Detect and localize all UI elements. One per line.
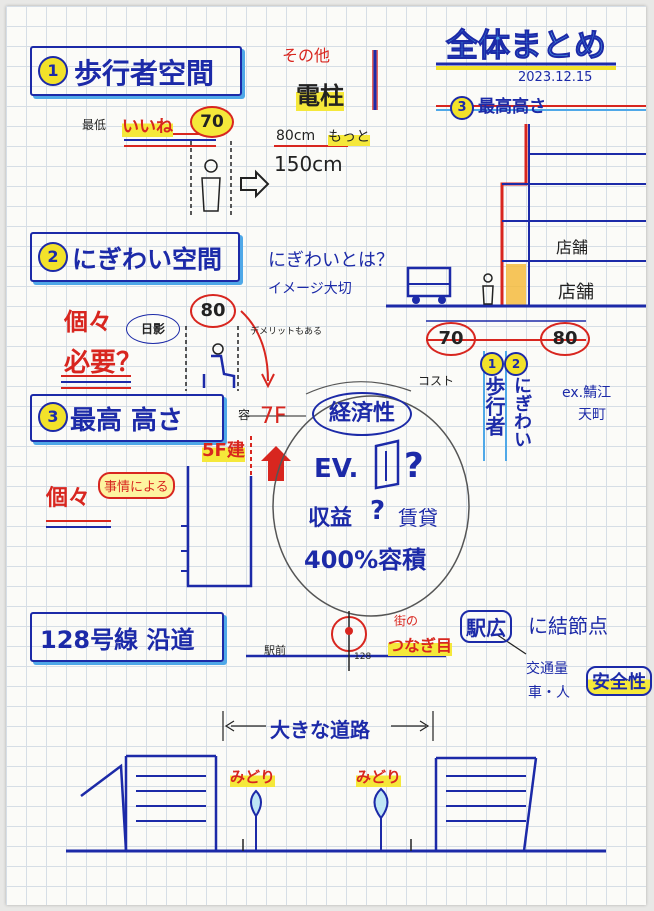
section-2-title: にぎわい空間 bbox=[72, 240, 222, 276]
header-title: 全体まとめ bbox=[446, 20, 606, 66]
ekihiro-label: 駅広 bbox=[460, 610, 512, 643]
shueki-question: ? bbox=[370, 496, 385, 526]
five-floor-label: 5F建 bbox=[202, 436, 245, 462]
hitsuyo-label: 必要？ bbox=[64, 342, 142, 379]
motto-label: もっと bbox=[328, 126, 370, 146]
shueki-label: 収益 bbox=[308, 500, 352, 532]
example-sabae: ex.鯖江 bbox=[562, 382, 611, 402]
road-width-70-circle: 70 bbox=[426, 322, 476, 356]
section-4-title: 128号線 沿道 bbox=[40, 620, 194, 655]
width-80: 80 bbox=[200, 300, 225, 321]
rent-label: 賃貸 bbox=[398, 502, 438, 531]
ev-question: ? bbox=[404, 446, 424, 486]
nigiwai-question: にぎわいとは？ bbox=[268, 246, 394, 272]
jijou-label: 事情による bbox=[98, 472, 175, 499]
ekimae-label: 駅前 bbox=[264, 642, 286, 658]
section-2-number: 2 bbox=[38, 242, 68, 272]
min-label: いいね bbox=[122, 112, 173, 137]
kuruma-hito-label: 車・人 bbox=[528, 682, 570, 702]
header-subtitle: 最高高さ bbox=[478, 92, 546, 117]
road-width-70: 70 bbox=[438, 328, 463, 349]
min-prefix: 最低 bbox=[82, 116, 106, 133]
nigiwai-vertical: にぎわい bbox=[508, 376, 534, 448]
section-3-title: 最高 高さ bbox=[70, 400, 183, 437]
nichiei-label: 日影 bbox=[141, 322, 165, 336]
green-label-2: みどり bbox=[356, 766, 401, 787]
seven-floor-label: 7F bbox=[260, 404, 287, 429]
anzen-label: 安全性 bbox=[586, 666, 652, 696]
image-important: イメージ大切 bbox=[268, 278, 352, 298]
big-road-label: 大きな道路 bbox=[270, 714, 370, 743]
store-label-1: 店舗 bbox=[556, 234, 588, 258]
ev-label: EV. bbox=[314, 454, 358, 484]
nichiei-bubble: 日影 bbox=[126, 314, 180, 344]
width-70: 70 bbox=[200, 112, 224, 132]
keizai-circle: 経済性 bbox=[312, 392, 412, 436]
width-80-circle: 80 bbox=[190, 294, 236, 328]
width-150cm: 150cm bbox=[274, 152, 343, 176]
road-width-80-circle: 80 bbox=[540, 322, 590, 356]
demerit-note: デメリットもある bbox=[250, 324, 322, 337]
store-label-2: 店舗 bbox=[558, 278, 594, 304]
section-1-number: 1 bbox=[38, 56, 68, 86]
kotsuryo-label: 交通量 bbox=[526, 658, 568, 678]
other-label: その他 bbox=[282, 42, 330, 66]
s3-kojin: 個々 bbox=[46, 480, 90, 512]
example-tenmachi: 天町 bbox=[578, 404, 606, 424]
kessetsu-label: に結節点 bbox=[528, 610, 608, 639]
road-width-80: 80 bbox=[552, 328, 577, 349]
other-item-denchu: 電柱 bbox=[296, 76, 344, 111]
diagram-number-2: 2 bbox=[504, 352, 528, 376]
hokosha-vertical: 歩行者 bbox=[480, 376, 509, 436]
keizai-label: 経済性 bbox=[329, 401, 395, 426]
green-label-1: みどり bbox=[230, 766, 275, 787]
width-80cm: 80cm bbox=[276, 128, 315, 144]
kiso-label: 容 bbox=[238, 406, 250, 423]
flipchart-sheet: 1 歩行者空間 最低 いいね 70 80cm もっと 150cm その他 電柱 … bbox=[6, 6, 646, 905]
header-date: 2023.12.15 bbox=[518, 70, 592, 85]
yoseki-label: 400%容積 bbox=[304, 540, 426, 575]
machi-no-label: 街の bbox=[394, 612, 418, 629]
route-128-label: 128 bbox=[354, 652, 371, 662]
tsunagime-label: つなぎ目 bbox=[388, 632, 452, 656]
header-subtitle-number: 3 bbox=[450, 96, 474, 120]
section-1-title: 歩行者空間 bbox=[74, 52, 214, 92]
section-3-number: 3 bbox=[38, 402, 68, 432]
cost-label: コスト bbox=[418, 372, 454, 389]
width-70-circle: 70 bbox=[190, 106, 234, 138]
diagram-number-1: 1 bbox=[480, 352, 504, 376]
s2-kojin: 個々 bbox=[64, 302, 112, 337]
